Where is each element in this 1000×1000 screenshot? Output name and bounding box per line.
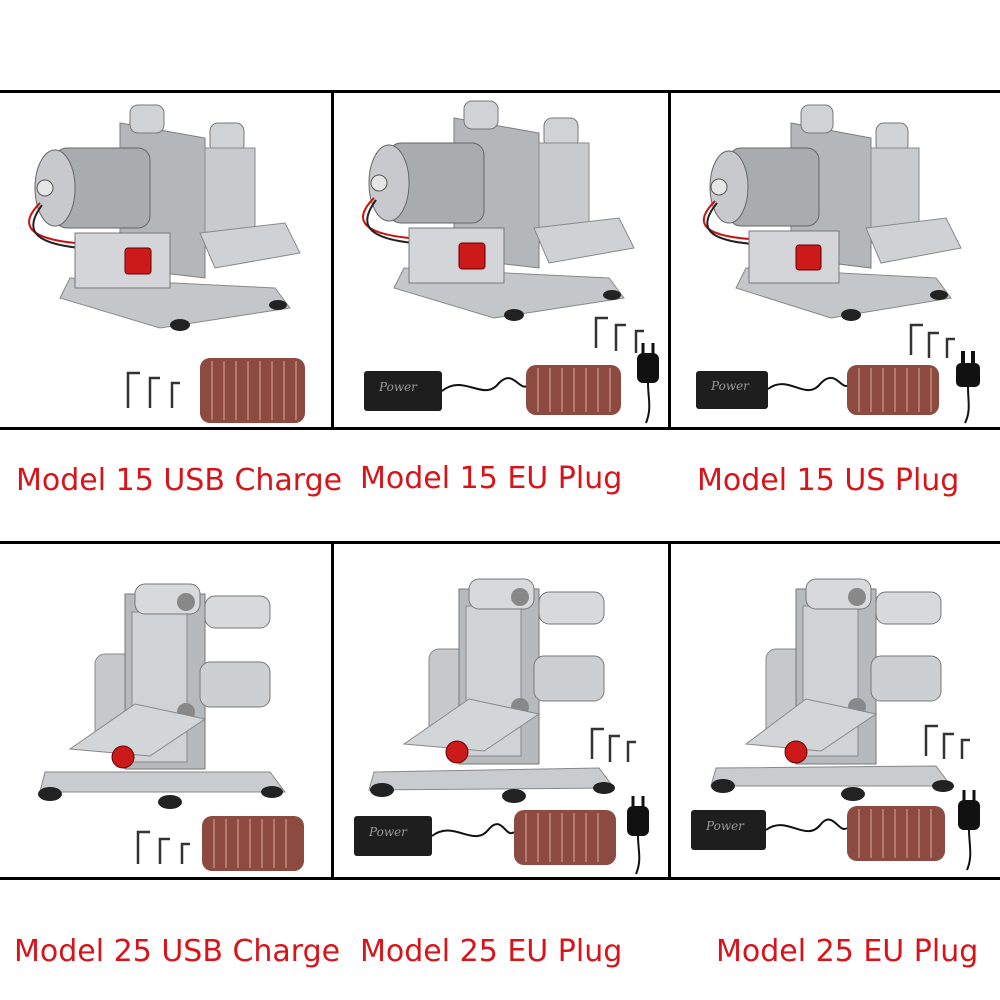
adapter-label: Power bbox=[710, 379, 750, 393]
sanding-belts-stack bbox=[847, 365, 939, 415]
hex-key-set bbox=[136, 830, 190, 864]
product-image-model25-usb[interactable] bbox=[0, 544, 331, 877]
caption-model25-eu: Model 25 EU Plug bbox=[360, 934, 623, 969]
row2-divider-right bbox=[668, 541, 671, 880]
grinder-model25-eu-illustration: Power bbox=[354, 578, 649, 875]
grinder-model15-eu-illustration: Power bbox=[362, 100, 659, 424]
sanding-belts-stack bbox=[200, 358, 305, 423]
row1-divider-left bbox=[331, 90, 334, 430]
adapter-label: Power bbox=[705, 819, 745, 833]
caption-model15-usb: Model 15 USB Charge bbox=[16, 463, 343, 498]
product-image-model15-us[interactable]: Power bbox=[671, 93, 1000, 427]
row2-bottom-border bbox=[0, 877, 1000, 880]
grinder-model25-eu-2-illustration: Power bbox=[691, 578, 980, 871]
caption-model15-us: Model 15 US Plug bbox=[697, 463, 960, 498]
sanding-belts-stack bbox=[202, 816, 304, 871]
eu-plug-icon bbox=[637, 343, 659, 424]
product-image-model25-eu-2[interactable]: Power bbox=[671, 544, 1000, 877]
hex-key-set bbox=[126, 371, 180, 408]
row2-divider-left bbox=[331, 541, 334, 880]
power-adapter: Power bbox=[364, 371, 530, 411]
row1-bottom-border bbox=[0, 427, 1000, 430]
caption-model15-eu: Model 15 EU Plug bbox=[360, 461, 623, 496]
power-adapter: Power bbox=[691, 810, 848, 850]
caption-model25-usb: Model 25 USB Charge bbox=[14, 934, 341, 969]
sanding-belts-stack bbox=[847, 806, 945, 861]
sanding-belts-stack bbox=[526, 365, 621, 415]
power-adapter: Power bbox=[354, 816, 515, 856]
us-plug-icon bbox=[956, 351, 980, 424]
eu-plug-icon bbox=[627, 796, 649, 875]
sanding-belts-stack bbox=[514, 810, 616, 865]
row1-divider-right bbox=[668, 90, 671, 430]
product-image-model25-eu[interactable]: Power bbox=[334, 544, 668, 877]
hex-key-set bbox=[590, 727, 636, 762]
caption-model25-eu-2: Model 25 EU Plug bbox=[716, 934, 979, 969]
grinder-model25-illustration bbox=[38, 583, 304, 871]
hex-key-set bbox=[909, 323, 955, 358]
grinder-model15 bbox=[28, 104, 301, 331]
row1-top-border bbox=[0, 90, 1000, 93]
eu-plug-icon bbox=[958, 790, 980, 871]
adapter-label: Power bbox=[368, 825, 408, 839]
row2-top-border bbox=[0, 541, 1000, 544]
adapter-label: Power bbox=[378, 380, 418, 394]
grinder-model15-us-illustration: Power bbox=[696, 104, 980, 424]
product-image-model15-usb[interactable] bbox=[0, 93, 331, 427]
grinder-model15-illustration bbox=[28, 104, 305, 423]
hex-key-set bbox=[594, 316, 644, 353]
hex-key-set bbox=[924, 724, 970, 759]
product-image-model15-eu[interactable]: Power bbox=[334, 93, 668, 427]
power-adapter: Power bbox=[696, 371, 850, 409]
